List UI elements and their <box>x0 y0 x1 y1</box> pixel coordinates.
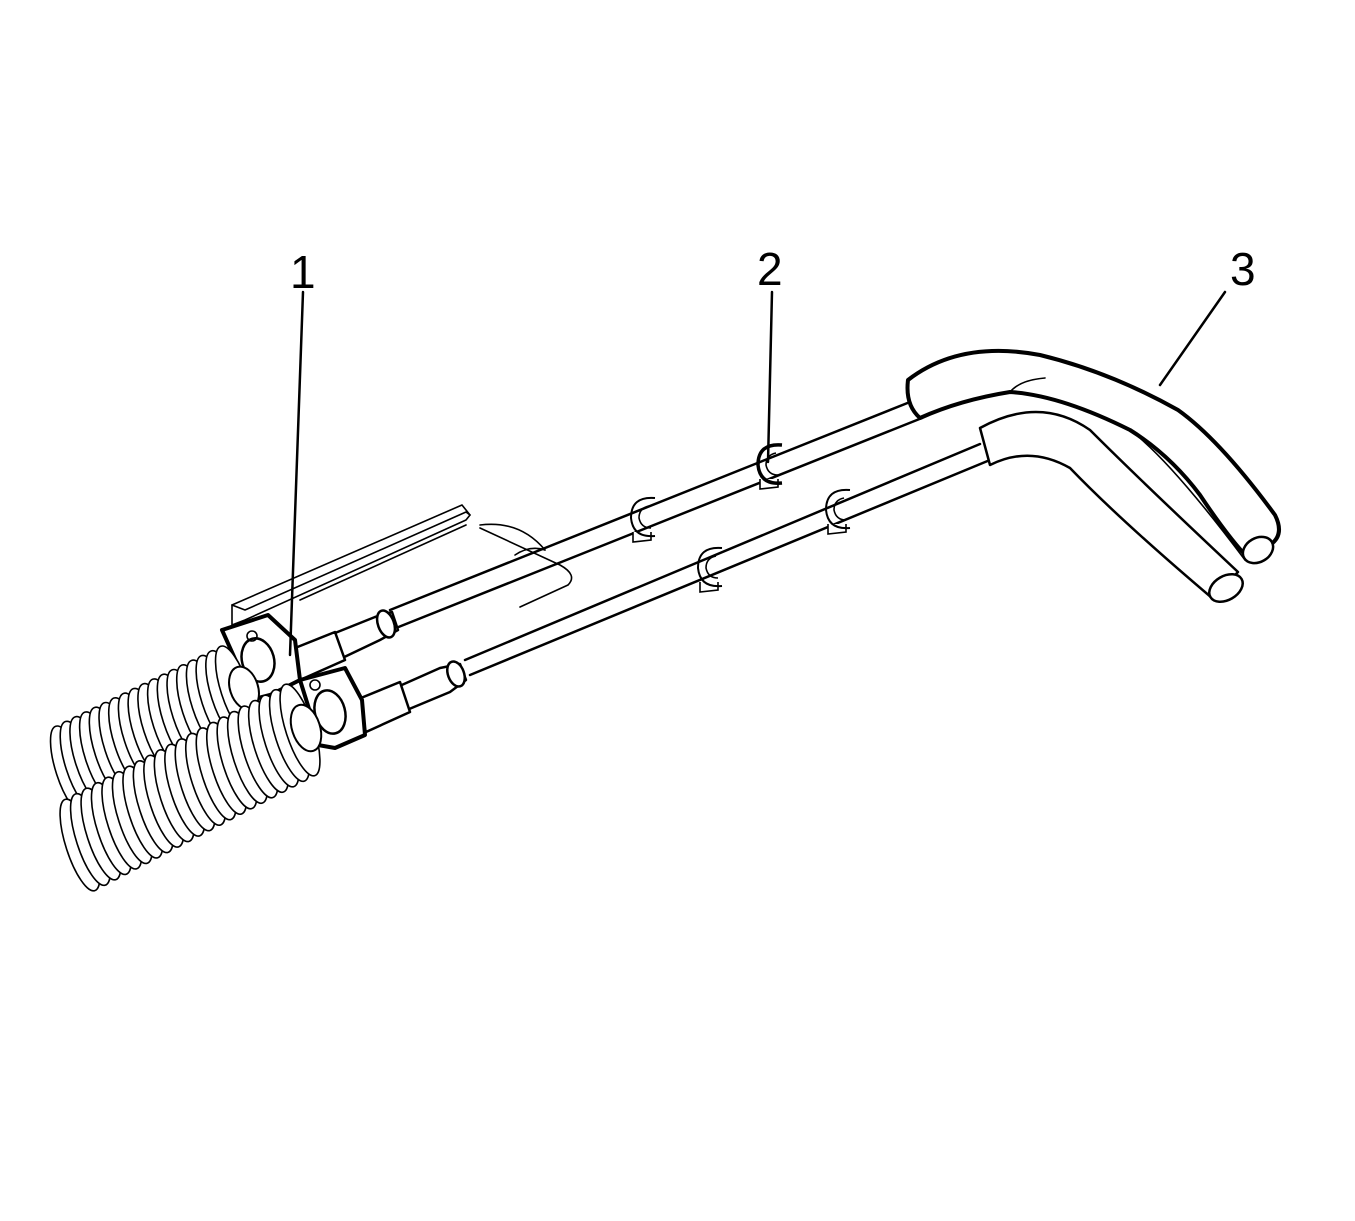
retaining-clip <box>629 443 851 593</box>
corrugated-hose-upper <box>49 645 260 815</box>
upper-cooler-line <box>388 400 924 630</box>
lower-line-fitting <box>354 660 468 734</box>
clip <box>824 488 851 535</box>
leader-lines <box>288 290 1227 657</box>
cooler-line-bent-ends <box>905 348 1281 603</box>
leader-line-2 <box>766 290 774 464</box>
callout-2: 2 <box>757 243 783 295</box>
callouts: 1 2 3 <box>290 243 1256 298</box>
clip <box>629 496 656 543</box>
callout-1: 1 <box>290 246 316 298</box>
callout-3: 3 <box>1230 243 1256 295</box>
lower-cooler-line <box>463 442 992 677</box>
corrugated-hose-lower <box>59 683 323 892</box>
clip <box>696 546 723 593</box>
mounting-bracket <box>231 504 573 626</box>
leader-line-1 <box>288 290 305 657</box>
hose-end-cap <box>289 703 323 753</box>
clip <box>756 443 783 490</box>
leader-line-3 <box>1158 290 1227 387</box>
upper-line-fitting <box>288 609 400 682</box>
